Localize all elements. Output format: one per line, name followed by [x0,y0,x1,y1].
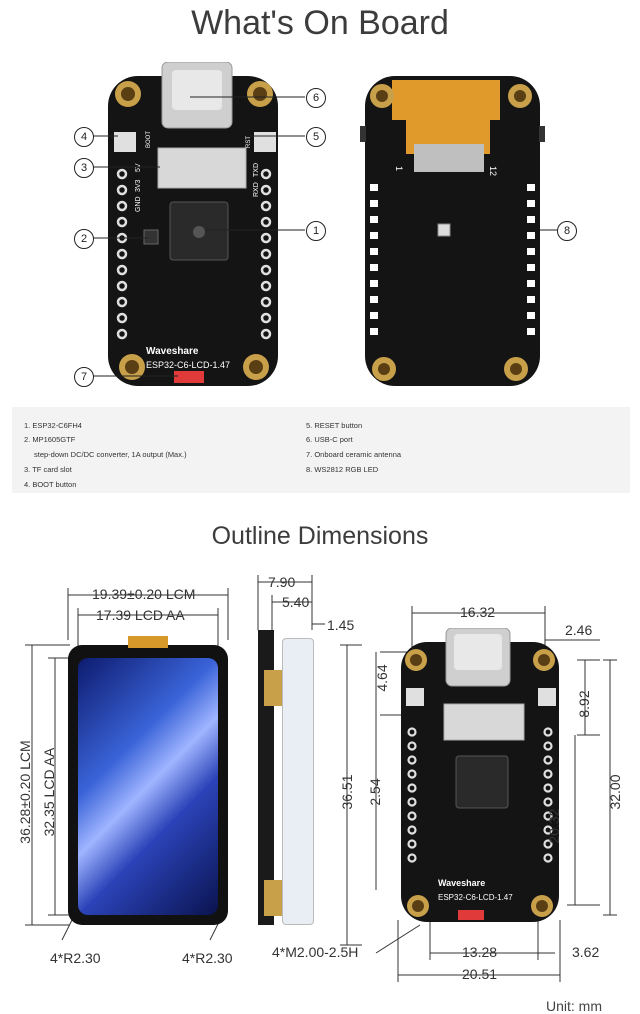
board-brand-label: Waveshare [146,346,199,357]
lcd-active-area [78,658,218,915]
dim-corner-right: 4*R2.30 [182,950,233,966]
dim-right-mid: 20.32 [546,808,562,844]
board-rst-label: RST [246,136,252,148]
dim-side-total: 7.90 [268,574,296,590]
dim-side-height: 36.51 [339,774,355,810]
tf-card-slot [157,147,247,189]
lcd-fpc [128,636,168,648]
outline-title: Outline Dimensions [211,522,429,550]
legend-item: 7. Onboard ceramic antenna [306,450,402,459]
board-model-label: ESP32-C6-LCD-1.47 [146,360,230,370]
board-dimension-diagram: Waveshare ESP32-C6-LCD-1.47 [401,628,559,922]
board-pin-label: 5V [135,163,142,172]
fpc-pin-1-label: 1 [394,166,404,171]
board-pin-label: 3V3 [135,179,142,192]
dim-bottom-offset: 3.62 [572,944,600,960]
callout-3: 3 [74,158,94,178]
callout-5: 5 [306,127,326,147]
dim-lcm-width: 19.39±0.20 LCM [92,586,196,602]
callout-7: 7 [74,367,94,387]
dim-side-lcd: 5.40 [282,594,310,610]
board-boot-label: BOOT [146,131,152,148]
callout-2: 2 [74,229,94,249]
legend-item: 5. RESET button [306,421,363,430]
board-model-label: ESP32-C6-LCD-1.47 [438,893,513,902]
page-title: What's On Board [191,4,449,42]
legend-item: 8. WS2812 RGB LED [306,465,379,474]
board-brand-label: Waveshare [438,878,485,888]
legend-item: 4. BOOT button [24,480,77,489]
legend-item: 2. MP1605GTF [24,435,76,444]
dim-top-width: 16.32 [460,604,496,620]
dim-side-offset: 2.54 [367,778,383,806]
dimension-lines [25,575,617,982]
dim-aa-height: 32.35 LCD AA [41,747,57,837]
ws2812-led [437,223,451,237]
legend-item: step-down DC/DC converter, 1A output (Ma… [34,450,187,459]
dim-bottom-inner: 13.28 [462,944,498,960]
dim-right-upper: 8.92 [576,690,592,718]
dim-usb-depth: 4.64 [374,664,390,692]
callout-8: 8 [557,221,577,241]
dim-aa-width: 17.39 LCD AA [96,607,185,623]
boot-button [114,132,136,152]
callout-6: 6 [306,88,326,108]
board-front-diagram: Waveshare ESP32-C6-LCD-1.47 BOOT RST 3V3… [108,62,278,386]
dim-hole-spec: 4*M2.00-2.5H [272,944,359,960]
dim-lcm-height: 36.28±0.20 LCM [17,740,33,844]
reset-button [254,132,276,152]
callout-1: 1 [306,221,326,241]
dcdc-chip [143,229,159,245]
legend-item: 1. ESP32-C6FH4 [24,421,82,430]
callout-4: 4 [74,127,94,147]
dim-side-pcb: 1.45 [327,617,355,633]
side-view-module [258,630,314,925]
board-pin-label: GND [135,196,142,212]
ceramic-antenna [174,371,204,383]
board-pin-label: RXD [253,182,260,197]
dim-top-offset: 2.46 [565,622,593,638]
board-back-diagram: 1 12 [360,76,545,386]
board-pin-label: TXD [253,163,260,177]
legend-item: 6. USB-C port [306,435,353,444]
fpc-pin-12-label: 12 [488,166,498,176]
feature-legend: 1. ESP32-C6FH4 2. MP1605GTF step-down DC… [12,407,630,493]
dim-right-total: 32.00 [607,774,623,810]
fpc-ribbon [392,80,500,120]
unit-label: Unit: mm [546,998,602,1014]
dim-bottom-total: 20.51 [462,966,498,982]
legend-item: 3. TF card slot [24,465,72,474]
dim-corner-left: 4*R2.30 [50,950,101,966]
